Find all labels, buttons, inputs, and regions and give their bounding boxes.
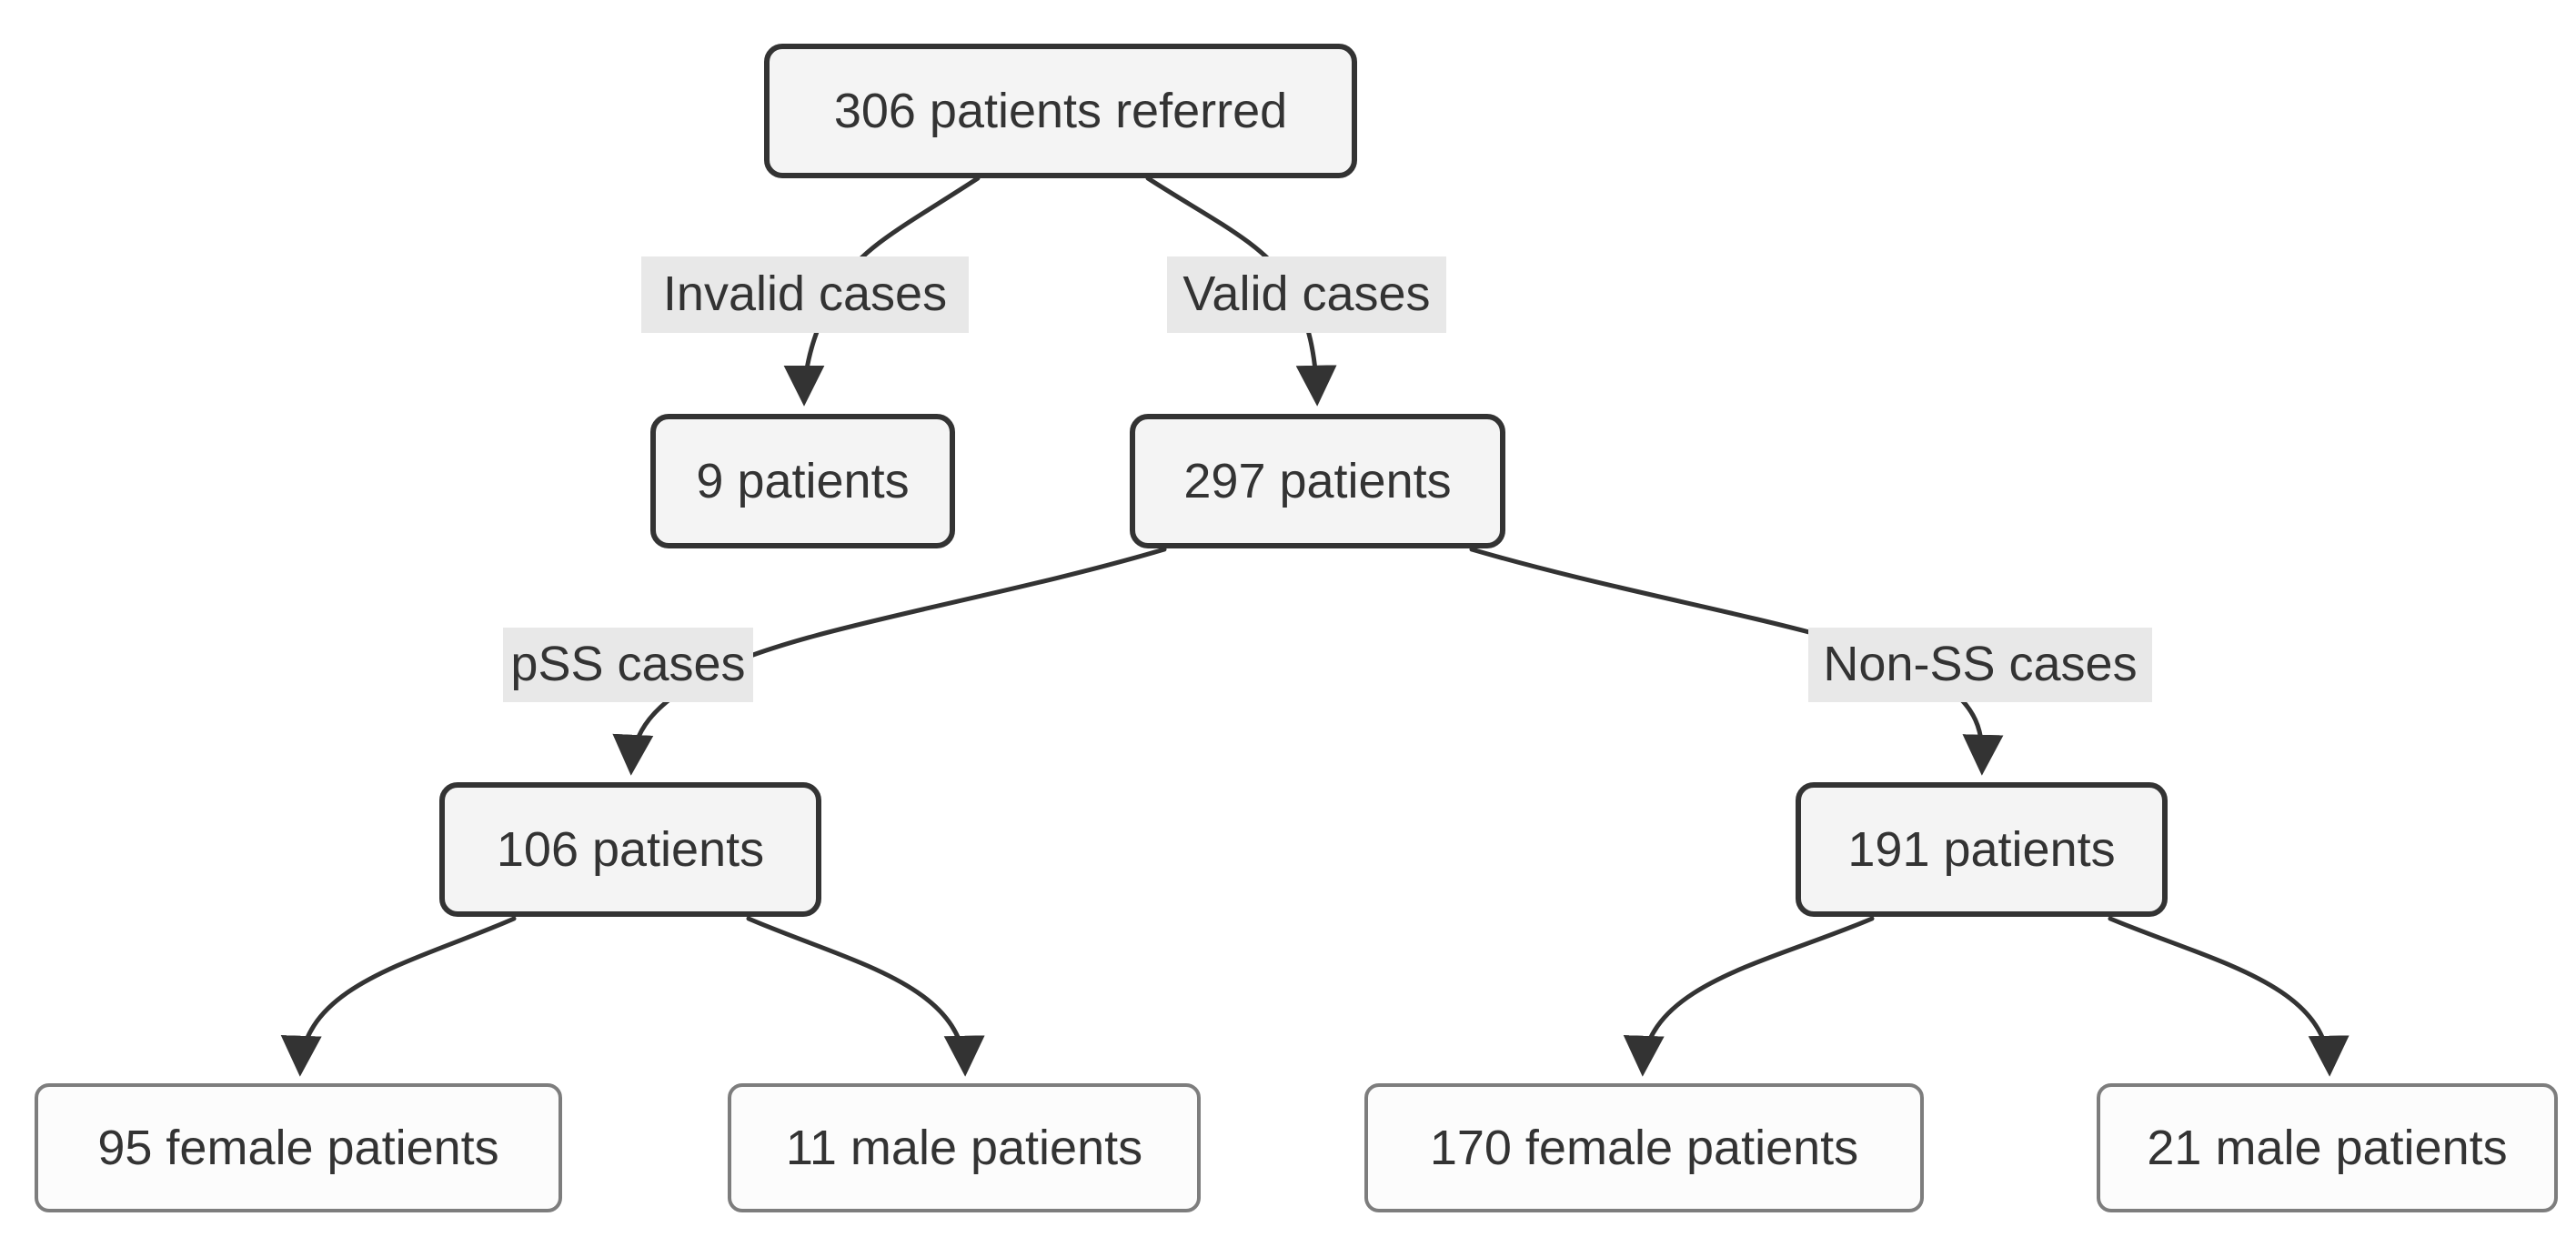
node-valid-patients: 297 patients <box>1130 414 1505 548</box>
edge-label-text: Valid cases <box>1182 266 1431 322</box>
node-label: 9 patients <box>696 453 910 508</box>
edge-label-nonss-cases: Non-SS cases <box>1808 628 2152 702</box>
node-label: 306 patients referred <box>833 83 1288 138</box>
edge-label-pss-cases: pSS cases <box>503 628 753 702</box>
node-nonss-male-patients: 21 male patients <box>2097 1083 2558 1212</box>
edge-label-valid-cases: Valid cases <box>1167 256 1446 333</box>
edge-nonss-to-male <box>2108 916 2350 1077</box>
node-label: 106 patients <box>496 821 765 877</box>
node-nonss-patients: 191 patients <box>1796 782 2168 917</box>
node-invalid-patients: 9 patients <box>650 414 955 548</box>
edge-label-invalid-cases: Invalid cases <box>641 256 969 333</box>
node-label: 21 male patients <box>2147 1120 2508 1175</box>
node-nonss-female-patients: 170 female patients <box>1364 1083 1924 1212</box>
node-label: 297 patients <box>1183 453 1452 508</box>
edge-pss-to-male <box>746 916 985 1077</box>
edge-label-text: Invalid cases <box>662 266 948 322</box>
node-label: 95 female patients <box>97 1120 499 1175</box>
edge-label-text: Non-SS cases <box>1823 637 2138 692</box>
edge-valid-to-pss <box>612 547 1167 776</box>
node-pss-male-patients: 11 male patients <box>728 1083 1201 1212</box>
node-label: 11 male patients <box>785 1120 1143 1175</box>
node-pss-female-patients: 95 female patients <box>35 1083 562 1212</box>
edge-pss-to-female <box>280 916 517 1077</box>
node-label: 170 female patients <box>1429 1120 1859 1175</box>
node-label: 191 patients <box>1847 821 2116 877</box>
node-pss-patients: 106 patients <box>439 782 821 917</box>
node-patients-referred: 306 patients referred <box>764 44 1357 178</box>
edge-label-text: pSS cases <box>510 637 746 692</box>
edge-nonss-to-female <box>1623 916 1875 1077</box>
